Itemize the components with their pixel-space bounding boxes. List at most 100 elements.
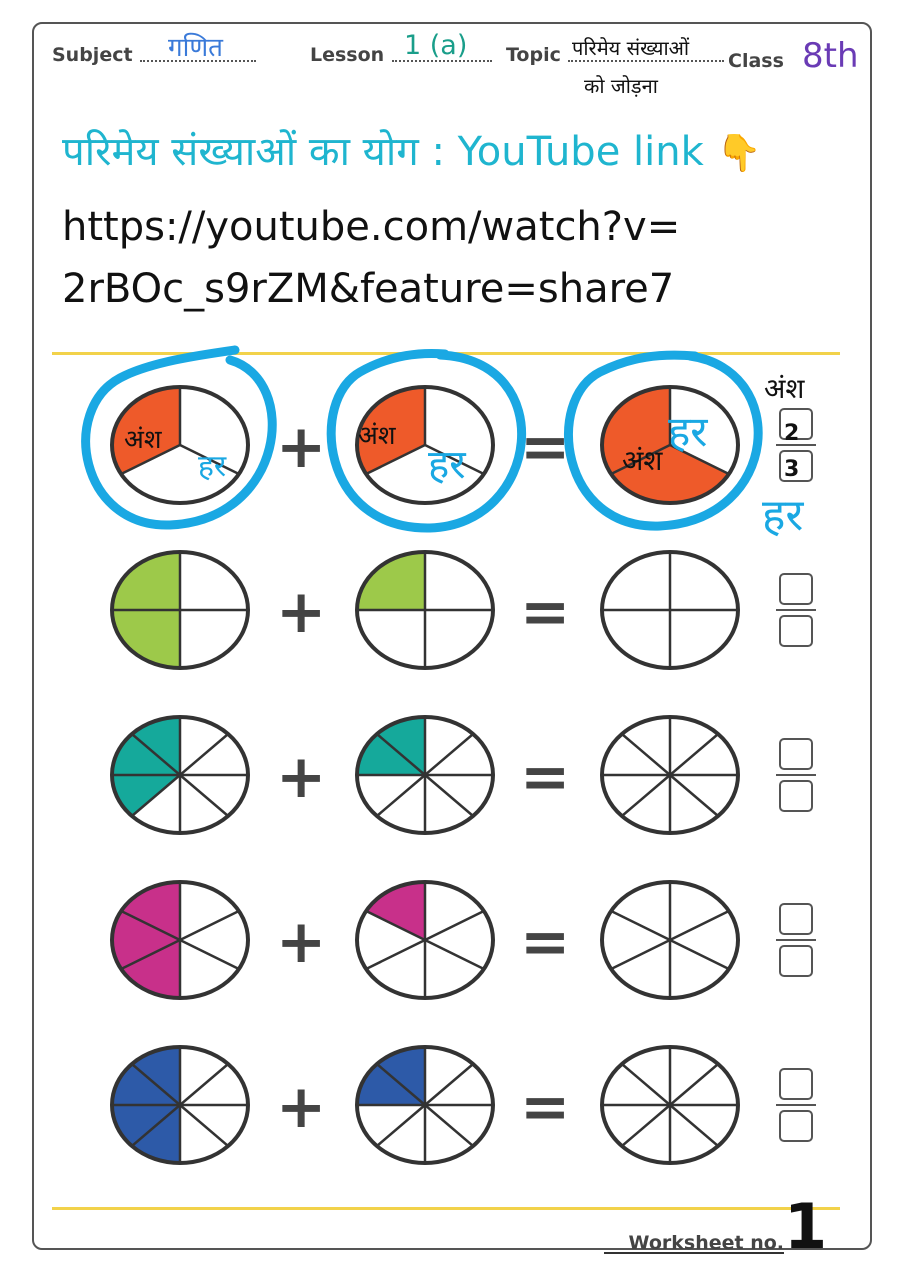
denominator-box (779, 945, 813, 977)
fraction-circle-a-filled-slice (131, 1047, 180, 1105)
answer-circle (600, 385, 740, 505)
answer-circle-divider (610, 938, 671, 971)
youtube-link[interactable]: https://youtube.com/watch?v= 2rBOc_s9rZM… (62, 196, 862, 320)
numerator-annotation: अंश (764, 372, 805, 405)
fraction-circle-b-divider (424, 938, 485, 971)
denominator-annotation: हर (762, 490, 804, 541)
fraction-circle-b-divider (424, 1104, 474, 1147)
fraction-circle-b (355, 880, 495, 1000)
plus-sign: + (276, 1072, 326, 1142)
fraction-circle-b-divider (424, 443, 485, 476)
topic-value-line2: को जोड़ना (584, 74, 658, 98)
fraction-circle-a-divider (131, 733, 181, 776)
fraction-circle-b-divider (376, 1063, 426, 1106)
fraction-circle-a-divider (179, 1104, 229, 1147)
worksheet-frame (32, 22, 872, 1250)
denominator-label: हर (428, 442, 466, 488)
topic-dotted-line (568, 60, 724, 62)
answer-circle-divider (669, 733, 719, 776)
subject-dotted-line (140, 60, 256, 62)
equals-sign: = (520, 577, 570, 647)
fraction-circle-a-filled-slice (112, 552, 180, 610)
fraction-circle-b (355, 715, 495, 835)
answer-circle-divider (669, 938, 730, 971)
fraction-circle-b-filled-slice (376, 717, 425, 775)
fraction-circle-a-filled-slice (131, 1105, 180, 1163)
subject-label: Subject (52, 44, 133, 66)
answer-circle-divider (610, 443, 671, 476)
bottom-divider (52, 1207, 840, 1210)
fraction-circle-a-filled-slice (112, 911, 180, 969)
fraction-circle-b-divider (376, 1104, 426, 1147)
fraction-circle-b-filled-slice (357, 552, 425, 610)
numerator-box (779, 408, 813, 440)
fraction-circle-b-divider (365, 443, 426, 476)
fraction-circle-a-filled-slice (112, 733, 180, 775)
equals-sign: = (520, 1072, 570, 1142)
fraction-circle-b-divider (424, 909, 485, 942)
answer-circle-divider (621, 1104, 671, 1147)
topic-value-line1: परिमेय संख्याओं (572, 36, 690, 60)
worksheet-title: परिमेय संख्याओं का योग : YouTube link 👇 (62, 122, 761, 177)
fraction-circle-a-filled-slice (131, 717, 180, 775)
fraction-circle-b-filled-slice (357, 733, 425, 775)
fraction-circle-b-filled-slice (376, 1047, 425, 1105)
numerator-box (779, 573, 813, 605)
fraction-circle-a (110, 715, 250, 835)
numerator-label: अंश (124, 425, 163, 455)
denominator-box (779, 1110, 813, 1142)
lesson-label: Lesson (310, 44, 385, 66)
fraction-circle-a-divider (131, 774, 181, 817)
class-label: Class (728, 50, 784, 72)
numerator-label: अंश (358, 421, 397, 451)
worksheet-number: 1 (784, 1190, 828, 1263)
denominator-box (779, 450, 813, 482)
fraction-circle-b-divider (424, 774, 474, 817)
fraction-circle-b-divider (424, 733, 474, 776)
plus-sign: + (276, 742, 326, 812)
fraction-circle-a-divider (179, 1063, 229, 1106)
answer-circle-divider (621, 774, 671, 817)
fraction-circle-a-divider (179, 774, 229, 817)
fraction-circle-a-filled-slice (112, 610, 180, 668)
answer-circle-divider (669, 443, 730, 476)
pointing-down-hand-icon: 👇 (716, 133, 762, 174)
fraction-circle-a-divider (179, 443, 240, 476)
fraction-circle-a-divider (179, 909, 240, 942)
answer-circle-divider (610, 909, 671, 942)
annotation-circle-answer (563, 350, 763, 531)
denominator-box (779, 615, 813, 647)
fraction-circle-a (110, 385, 250, 505)
link-line-2: 2rBOc_s9rZM&feature=share7 (62, 266, 675, 312)
plus-sign: + (276, 907, 326, 977)
numerator-box (779, 903, 813, 935)
fraction-circle-b-divider (376, 733, 426, 776)
answer-circle-divider (669, 1063, 719, 1106)
fraction-circle-a-filled-slice (112, 775, 180, 817)
answer-circle (600, 550, 740, 670)
denominator-label: हर (198, 449, 227, 484)
answer-circle (600, 715, 740, 835)
fraction-circle-b (355, 550, 495, 670)
fraction-circle-b-divider (424, 1063, 474, 1106)
lesson-dotted-line (392, 60, 492, 62)
fraction-circle-a-divider (131, 1063, 181, 1106)
fraction-circle-b (355, 385, 495, 505)
fraction-circle-a-divider (120, 443, 181, 476)
fraction-circle-a (110, 550, 250, 670)
plus-sign: + (276, 412, 326, 482)
fraction-circle-b-divider (376, 774, 426, 817)
numerator-value: 2 (784, 421, 799, 446)
fraction-circle-a (110, 880, 250, 1000)
fraction-circle-b (355, 1045, 495, 1165)
fraction-circle-a-divider (120, 909, 181, 942)
fraction-circle-a-filled-slice (112, 1105, 180, 1147)
fraction-circle-a-divider (179, 733, 229, 776)
lesson-value: 1 (a) (404, 30, 468, 61)
link-line-1: https://youtube.com/watch?v= (62, 204, 681, 250)
worksheet-label: Worksheet no. (628, 1232, 784, 1254)
fraction-circle-a-divider (179, 938, 240, 971)
equals-sign: = (520, 907, 570, 977)
answer-circle-divider (621, 1063, 671, 1106)
annotation-circle-b (326, 348, 527, 533)
